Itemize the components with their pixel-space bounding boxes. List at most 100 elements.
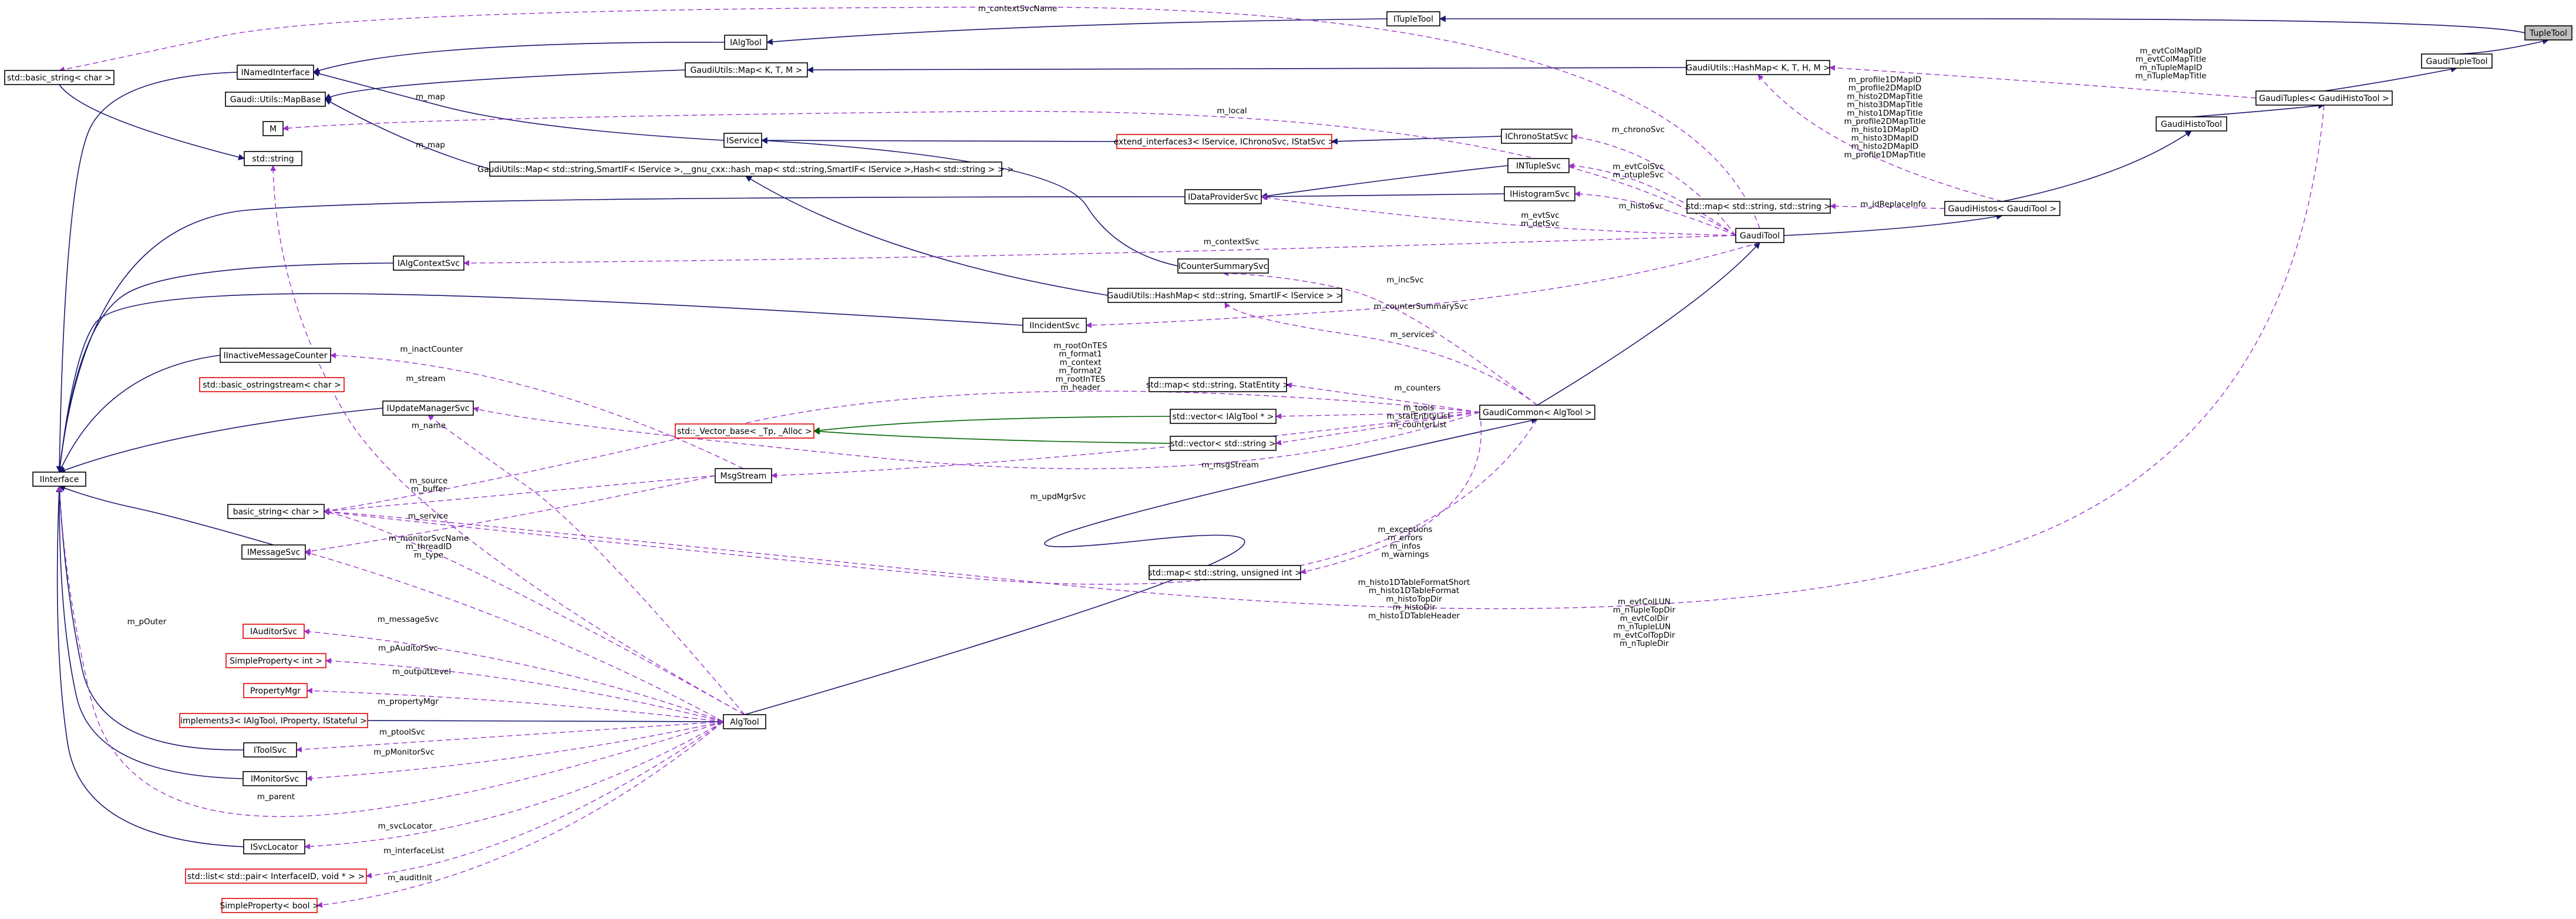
class-node-simpleproperty-bool[interactable]: SimpleProperty< bool > <box>220 898 319 913</box>
inheritance-edge-gauditupletool-to-tupletool <box>2456 38 2550 55</box>
class-node-gauditupletool[interactable]: GaudiTupleTool <box>2421 53 2493 69</box>
class-node-std-map-std-string-unsigned-int[interactable]: std::map< std::string, unsigned int > <box>1148 565 1302 580</box>
class-node-iupdatemanagersvc[interactable]: IUpdateManagerSvc <box>382 400 474 416</box>
edge-label-m-evtcolsvc: m_evtColSvc <box>1613 162 1664 171</box>
class-node-m[interactable]: M <box>262 121 284 136</box>
edge-label-m-messagesvc: m_messageSvc <box>378 615 439 624</box>
class-node-gaudiutils-map-std-string-smartif-iservice-gnu-cxx-hash-map-std-string-smartif-iservice-hash-std-string[interactable]: GaudiUtils::Map< std::string,SmartIF< IS… <box>477 161 1014 177</box>
class-node-itupletool[interactable]: ITupleTool <box>1386 11 1440 26</box>
usage-edge-algtool-to-std-string <box>270 165 745 715</box>
class-node-intuplesvc[interactable]: INTupleSvc <box>1507 158 1570 173</box>
class-node-ialgtool[interactable]: IAlgTool <box>724 35 767 50</box>
usage-edge-gaudicommon-to-basic-string-char <box>324 391 1480 514</box>
inheritance-edge-itoolsvc-to-iinterface <box>56 485 244 750</box>
class-node-iincidentsvc[interactable]: IIncidentSvc <box>1022 318 1087 333</box>
usage-edge-gaudihistos-to-gaudiutils-hashmap <box>1757 74 2003 202</box>
class-node-label: GaudiUtils::Map< std::string,SmartIF< IS… <box>477 165 1013 174</box>
edge-label-m-pmonitorsvc: m_pMonitorSvc <box>373 748 435 757</box>
class-node-label: IAlgContextSvc <box>398 259 460 268</box>
class-node-iinterface[interactable]: IInterface <box>32 472 86 487</box>
edge-label-m-histo2dmaptitle: m_histo2DMapTitle <box>1847 92 1922 101</box>
class-node-std-vector-ialgtool[interactable]: std::vector< IAlgTool * > <box>1170 409 1277 424</box>
class-node-std-string[interactable]: std::string <box>244 151 302 166</box>
class-node-label: IToolSvc <box>254 746 287 755</box>
edge-label-m-histo1dtableformatshort: m_histo1DTableFormatShort <box>1358 578 1470 587</box>
class-node-label: AlgTool <box>730 718 759 727</box>
class-node-label: std::map< std::string, std::string > <box>1686 202 1831 211</box>
class-node-label: IService <box>726 136 759 146</box>
class-node-extend-interfaces3-iservice-ichronosvc-istatsvc[interactable]: extend_interfaces3< IService, IChronoSvc… <box>1114 134 1335 149</box>
class-node-gaudihistotool[interactable]: GaudiHistoTool <box>2156 116 2227 132</box>
usage-edge-gaudicommon-to-iupdatemanagersvc <box>473 406 1480 469</box>
inheritance-edge-imonitorsvc-to-iinterface <box>56 485 244 779</box>
class-node-gaudiutils-map-k-t-m[interactable]: GaudiUtils::Map< K, T, M > <box>685 62 808 78</box>
class-node-std-map-std-string-std-string[interactable]: std::map< std::string, std::string > <box>1686 198 1831 214</box>
inheritance-edge-gaudihistos-to-gaudihistotool <box>2002 130 2192 202</box>
class-node-gaudihistos-gauditool[interactable]: GaudiHistos< GaudiTool > <box>1944 201 2060 216</box>
inheritance-edge-ialgtool-top-to-inamedinterface <box>312 42 725 74</box>
edge-label-m-histosvc: m_histoSvc <box>1619 201 1664 211</box>
class-node-std-basic-string-char[interactable]: std::basic_string< char > <box>4 70 115 85</box>
edge-label-m-exceptions: m_exceptions <box>1378 525 1433 534</box>
class-node-itoolsvc[interactable]: IToolSvc <box>243 742 297 758</box>
class-node-label: INamedInterface <box>241 68 310 78</box>
class-node-imessagesvc[interactable]: IMessageSvc <box>241 544 306 560</box>
usage-edge-gauditool-to-ichronostatsvc <box>1571 134 1736 236</box>
class-node-std-map-std-string-statentity[interactable]: std::map< std::string, StatEntity > <box>1146 377 1289 392</box>
class-node-label: M <box>270 124 277 134</box>
class-node-algtool[interactable]: AlgTool <box>723 714 766 729</box>
class-node-basic-string-char[interactable]: basic_string< char > <box>227 504 325 519</box>
class-node-label: PropertyMgr <box>250 686 301 696</box>
class-node-msgstream[interactable]: MsgStream <box>715 468 772 483</box>
edge-label-m-ntuplemapid: m_nTupleMapID <box>2140 63 2203 72</box>
class-node-inamedinterface[interactable]: INamedInterface <box>237 65 314 80</box>
class-node-label: IInactiveMessageCounter <box>224 351 328 361</box>
class-node-ialgcontextsvc[interactable]: IAlgContextSvc <box>393 255 464 271</box>
edge-label-m-detsvc: m_detSvc <box>1521 219 1560 228</box>
class-node-label: IChronoStatSvc <box>1505 132 1568 142</box>
class-node-std-basic-ostringstream-char[interactable]: std::basic_ostringstream< char > <box>199 377 345 392</box>
usage-edge-gaudicommon-to-std-vector-string <box>1275 412 1480 446</box>
class-node-ihistogramsvc[interactable]: IHistogramSvc <box>1504 186 1575 201</box>
class-node-imonitorsvc[interactable]: IMonitorSvc <box>243 771 307 786</box>
class-node-propertymgr[interactable]: PropertyMgr <box>243 683 308 698</box>
class-node-icountersummarysvc[interactable]: ICounterSummarySvc <box>1177 258 1269 274</box>
class-node-std-vector-std-string[interactable]: std::vector< std::string > <box>1170 436 1277 451</box>
class-node-gaudituples-gaudihistotool[interactable]: GaudiTuples< GaudiHistoTool > <box>2255 90 2393 106</box>
edge-label-m-histodir: m_histoDir <box>1393 603 1436 612</box>
edge-label-m-ntuplelun: m_nTupleLUN <box>1618 622 1671 632</box>
edge-label-m-name: m_name <box>412 421 446 430</box>
class-node-iinactivemessagecounter[interactable]: IInactiveMessageCounter <box>220 348 331 363</box>
class-node-std-vector-base-tp-alloc[interactable]: std::_Vector_base< _Tp, _Alloc > <box>675 423 814 439</box>
class-node-simpleproperty-int[interactable]: SimpleProperty< int > <box>225 653 326 668</box>
class-node-implements3-ialgtool-iproperty-istateful[interactable]: implements3< IAlgTool, IProperty, IState… <box>179 713 368 728</box>
class-node-gauditool[interactable]: GaudiTool <box>1735 228 1784 243</box>
usage-edge-algtool-to-std-list-pair <box>366 721 724 878</box>
class-node-iauditorsvc[interactable]: IAuditorSvc <box>243 624 305 639</box>
edge-label-m-map: m_map <box>416 140 445 150</box>
edge-label-m-idreplaceinfo: m_idReplaceInfo <box>1860 200 1925 209</box>
edge-label-m-ntupledir: m_nTupleDir <box>1619 639 1669 648</box>
class-node-idataprovidersvc[interactable]: IDataProviderSvc <box>1184 189 1262 204</box>
class-node-label: std::string <box>252 154 294 164</box>
edge-label-m-evtcolmapid: m_evtColMapID <box>2140 46 2202 56</box>
class-node-gaudiutils-hashmap-k-t-h-m[interactable]: GaudiUtils::HashMap< K, T, H, M > <box>1686 60 1830 75</box>
class-node-gaudicommon-algtool[interactable]: GaudiCommon< AlgTool > <box>1479 405 1595 420</box>
class-node-std-list-std-pair-interfaceid-void[interactable]: std::list< std::pair< InterfaceID, void … <box>185 868 367 884</box>
inheritance-edge-algtool-to-gaudicommon <box>744 417 1538 715</box>
edge-label-m-map: m_map <box>416 92 445 102</box>
class-node-label: Gaudi::Utils::MapBase <box>230 95 321 105</box>
class-node-gaudiutils-hashmap-std-string-smartif-iservice[interactable]: GaudiUtils::HashMap< std::string, SmartI… <box>1107 288 1343 303</box>
edge-label-m-histo1dtableformat: m_histo1DTableFormat <box>1369 586 1459 595</box>
edge-label-m-histo1dmapid: m_histo1DMapID <box>1851 125 1919 134</box>
class-node-ichronostatsvc[interactable]: IChronoStatSvc <box>1501 129 1572 144</box>
inheritance-edge-tupletool-to-itupletool <box>1439 15 2526 33</box>
class-node-iservice[interactable]: IService <box>723 133 762 148</box>
class-node-label: std::list< std::pair< InterfaceID, void … <box>187 872 365 881</box>
class-node-gaudi-utils-mapbase[interactable]: Gaudi::Utils::MapBase <box>225 92 326 107</box>
class-node-tupletool[interactable]: TupleTool <box>2524 25 2572 41</box>
class-node-label: std::vector< std::string > <box>1170 439 1275 449</box>
class-node-label: GaudiUtils::HashMap< std::string, SmartI… <box>1107 291 1342 301</box>
class-node-isvclocator[interactable]: ISvcLocator <box>243 839 305 854</box>
inheritance-edge-gauditool-to-gaudihistos <box>1783 213 2003 236</box>
